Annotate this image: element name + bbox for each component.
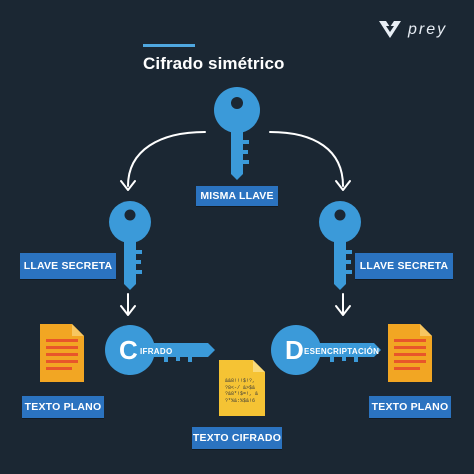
curve-arrow-right <box>269 131 344 187</box>
secret-key-right-icon <box>319 201 361 290</box>
plain-text-left-doc-icon <box>40 324 84 382</box>
cipher-text-content: &&8!!!$!?, ?8<-/ &>$& ?&8*!$=!, & ?*%&:%… <box>225 378 259 404</box>
encrypt-key-icon <box>105 325 215 375</box>
decrypt-key-icon <box>271 325 381 375</box>
page-title: Cifrado simétrico <box>143 54 285 73</box>
decrypt-key-initial: D <box>285 335 304 365</box>
decrypt-key-label: ESENCRIPTACIÓN <box>304 347 380 356</box>
prey-logo-icon <box>379 21 401 38</box>
brand-name: prey <box>408 21 448 38</box>
plain-text-right-label: TEXTO PLANO <box>369 396 451 418</box>
curve-arrow-left <box>127 131 206 187</box>
same-key-label: MISMA LLAVE <box>196 186 278 206</box>
secret-key-left-label: LLAVE SECRETA <box>20 253 116 279</box>
same-key-icon <box>214 87 260 180</box>
cipher-text-doc-icon <box>219 360 265 416</box>
title-accent-bar <box>143 44 195 47</box>
encrypt-key-label: IFRADO <box>140 347 173 356</box>
secret-key-left-icon <box>109 201 151 290</box>
encrypt-key-initial: C <box>119 335 138 365</box>
plain-text-right-doc-icon <box>388 324 432 382</box>
plain-text-left-label: TEXTO PLANO <box>22 396 104 418</box>
secret-key-right-label: LLAVE SECRETA <box>355 253 453 279</box>
cipher-text-label: TEXTO CIFRADO <box>192 427 282 449</box>
